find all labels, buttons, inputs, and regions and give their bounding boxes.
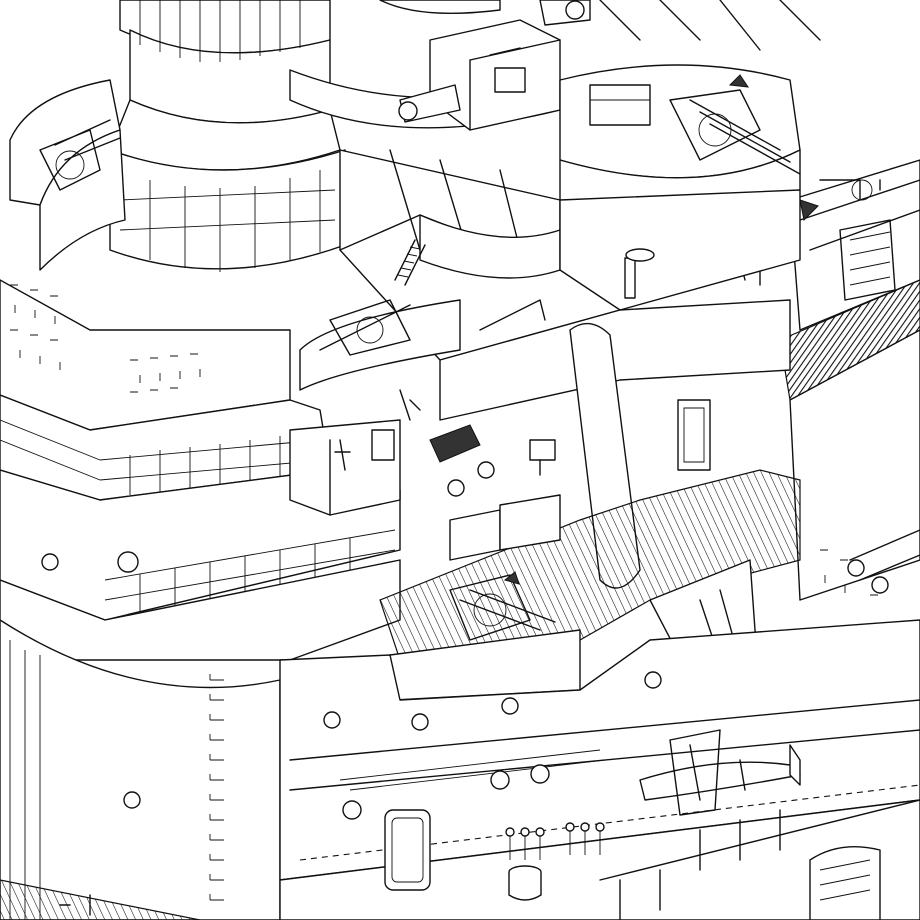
- upper-platform: [559, 0, 821, 219]
- foredeck-edge: [0, 879, 201, 920]
- aa-gun-mount-lower: [449, 571, 556, 641]
- torpedo: [639, 729, 801, 816]
- bollard: [505, 822, 605, 901]
- aa-gun-mount-mid: [299, 299, 461, 421]
- gun-director: [289, 0, 591, 131]
- ladder: [394, 239, 426, 286]
- lower-bridge: [289, 419, 556, 516]
- aa-gun-mount-upper-right: [669, 74, 801, 175]
- porthole-row: [323, 671, 662, 820]
- bridge-superstructure: [0, 149, 401, 920]
- aa-gun-mount-upper-left: [9, 79, 126, 271]
- right-deckhouse: [779, 159, 920, 601]
- funnel: [109, 0, 341, 171]
- hull-side: [279, 619, 920, 920]
- watertight-door: [384, 809, 431, 891]
- deck-rail: [599, 799, 920, 920]
- wooden-deck: [379, 469, 801, 701]
- ventilator: [624, 248, 655, 299]
